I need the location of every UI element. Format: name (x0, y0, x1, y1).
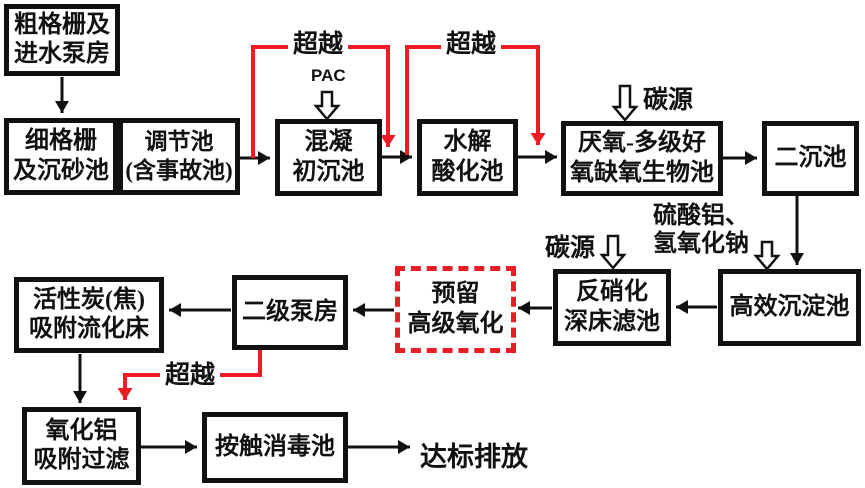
carbon-source-top-arrow-icon (611, 84, 639, 122)
box-label: 进水泵房 (14, 41, 110, 67)
chemicals-dosing-arrow-icon (753, 240, 781, 271)
carbon-source-top-label: 碳源 (643, 87, 694, 114)
chemicals-label: 硫酸铝、 氢氧化钠 (653, 203, 749, 258)
box-label: 反硝化 (576, 279, 648, 306)
box-high-efficiency-sedimentation: 高效沉淀池 (718, 269, 861, 346)
box-coarse-screen-pump-house: 粗格栅及 进水泵房 (4, 4, 120, 76)
box-label: 初沉池 (292, 158, 365, 185)
box-label: 粗格栅及 (14, 11, 110, 38)
box-fine-screen-grit-chamber: 细格栅 及沉砂池 (4, 118, 118, 195)
box-secondary-sedimentation: 二沉池 (762, 121, 859, 196)
box-label: 调节池 (144, 129, 214, 155)
chemicals-label-line2: 氢氧化钠 (653, 230, 749, 257)
box-label: (含事故池) (125, 157, 233, 183)
box-label: 按触消毒池 (215, 433, 335, 460)
bypass-label-3: 超越 (160, 362, 221, 390)
box-label: 氧化铝 (45, 417, 118, 444)
carbon-source-mid-label: 碳源 (545, 235, 596, 262)
box-label: 高级氧化 (407, 310, 504, 337)
box-label: 活性炭(焦) (33, 286, 145, 313)
box-reserved-advanced-oxidation: 预留 高级氧化 (395, 266, 516, 353)
box-secondary-pump-house: 二级泵房 (232, 275, 348, 350)
pac-dosing-arrow-icon (313, 90, 341, 121)
box-label: 厌氧-多级好 (578, 130, 706, 157)
box-label: 吸附过滤 (33, 447, 130, 473)
box-label: 预留 (431, 281, 480, 308)
box-anaerobic-multistage-bio: 厌氧-多级好 氧缺氧生物池 (561, 121, 723, 196)
carbon-source-mid-arrow-icon (599, 234, 627, 270)
box-label: 吸附流化床 (29, 316, 149, 342)
box-regulation-tank: 调节池 (含事故池) (118, 118, 240, 195)
box-label: 高效沉淀池 (729, 293, 850, 320)
box-label: 酸化池 (431, 158, 504, 185)
box-hydrolysis-acidification: 水解 酸化池 (417, 119, 518, 196)
box-label: 水解 (443, 129, 492, 156)
box-coagulation-primary-sedimentation: 混凝 初沉池 (275, 119, 382, 196)
chemicals-label-line1: 硫酸铝、 (653, 203, 749, 229)
box-label: 及沉砂池 (13, 157, 109, 184)
pac-label: PAC (311, 66, 346, 85)
box-label: 深床滤池 (564, 308, 660, 335)
box-activated-carbon-fluidized-bed: 活性炭(焦) 吸附流化床 (14, 277, 164, 353)
box-denitrification-deep-bed-filter: 反硝化 深床滤池 (553, 269, 671, 346)
box-label: 细格栅 (25, 128, 97, 155)
box-alumina-adsorption-filter: 氧化铝 吸附过滤 (22, 407, 141, 485)
bypass-label-1: 超越 (288, 31, 349, 59)
box-label: 混凝 (304, 129, 353, 156)
bypass-label-2: 超越 (441, 31, 502, 59)
outfall-label: 达标排放 (420, 442, 528, 472)
box-label: 二级泵房 (242, 298, 338, 325)
box-label: 二沉池 (774, 144, 847, 171)
box-label: 氧缺氧生物池 (570, 159, 714, 186)
box-contact-disinfection: 按触消毒池 (202, 412, 348, 483)
